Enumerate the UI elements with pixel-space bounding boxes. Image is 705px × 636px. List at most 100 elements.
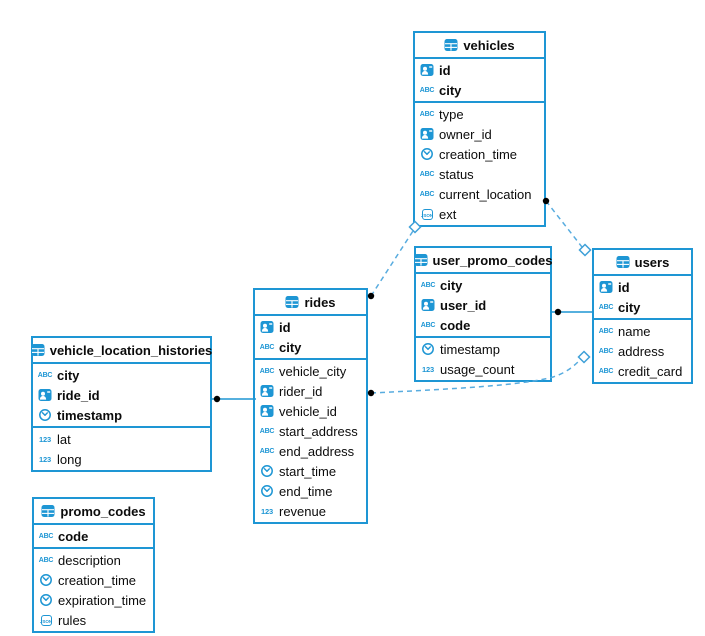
field-row[interactable]: id xyxy=(255,317,366,337)
uuid-icon xyxy=(38,388,52,402)
field-row[interactable]: owner_id xyxy=(415,124,544,144)
string-type-icon: ABC xyxy=(419,190,435,198)
field-name: city xyxy=(279,339,302,355)
field-name: creation_time xyxy=(58,572,137,588)
field-row[interactable]: ABC vehicle_city xyxy=(255,361,366,381)
table-user-promo-codes[interactable]: user_promo_codes ABC city user_id ABC co… xyxy=(414,246,552,382)
field-row[interactable]: 123 long xyxy=(33,449,210,469)
field-row[interactable]: ABC status xyxy=(415,164,544,184)
field-row[interactable]: timestamp xyxy=(33,405,210,425)
clock-icon xyxy=(39,573,53,587)
field-row[interactable]: ABC code xyxy=(416,315,550,335)
field-row[interactable]: ABC city xyxy=(415,80,544,100)
string-type-icon: ABC xyxy=(259,343,275,351)
field-row[interactable]: ABC city xyxy=(416,275,550,295)
field-name: city xyxy=(618,299,641,315)
field-row[interactable]: ABC address xyxy=(594,341,691,361)
field-row[interactable]: ride_id xyxy=(33,385,210,405)
table-rides[interactable]: rides id ABC city ABC vehicle_city rider… xyxy=(253,288,368,524)
field-row[interactable]: user_id xyxy=(416,295,550,315)
field-name: revenue xyxy=(279,503,326,519)
field-row[interactable]: JSON ext xyxy=(415,204,544,224)
connector-dot xyxy=(213,395,221,403)
table-header[interactable]: users xyxy=(594,250,691,276)
field-name: ride_id xyxy=(57,387,100,403)
field-row[interactable]: rider_id xyxy=(255,381,366,401)
table-name: users xyxy=(634,254,670,270)
uuid-icon xyxy=(421,298,435,312)
field-name: status xyxy=(439,166,474,182)
field-row[interactable]: ABC current_location xyxy=(415,184,544,204)
table-icon xyxy=(616,255,630,269)
field-row[interactable]: JSON rules xyxy=(34,610,153,630)
number-type-icon: 123 xyxy=(39,434,51,444)
field-name: rules xyxy=(58,612,87,628)
field-row[interactable]: timestamp xyxy=(416,339,550,359)
table-name: promo_codes xyxy=(60,503,146,519)
relationship-diamond xyxy=(577,350,591,364)
field-row[interactable]: id xyxy=(415,60,544,80)
field-name: address xyxy=(618,343,665,359)
string-type-icon: ABC xyxy=(598,367,614,375)
string-type-icon: ABC xyxy=(259,367,275,375)
table-name: vehicle_location_histories xyxy=(49,342,213,358)
clock-icon xyxy=(260,464,274,478)
field-row[interactable]: 123 revenue xyxy=(255,501,366,521)
relationship-diamond xyxy=(578,243,592,257)
uuid-icon xyxy=(260,384,274,398)
table-header[interactable]: vehicles xyxy=(415,33,544,59)
table-header[interactable]: rides xyxy=(255,290,366,316)
table-vehicle-location-histories[interactable]: vehicle_location_histories ABC city ride… xyxy=(31,336,212,472)
string-type-icon: ABC xyxy=(38,532,54,540)
field-row[interactable]: end_time xyxy=(255,481,366,501)
field-row[interactable]: expiration_time xyxy=(34,590,153,610)
field-row[interactable]: ABC start_address xyxy=(255,421,366,441)
uuid-icon xyxy=(260,404,274,418)
table-icon xyxy=(444,38,458,52)
uuid-icon xyxy=(599,280,613,294)
field-row[interactable]: ABC city xyxy=(594,297,691,317)
number-type-icon: 123 xyxy=(261,506,273,516)
field-name: id xyxy=(279,319,291,335)
field-name: end_address xyxy=(279,443,355,459)
field-name: long xyxy=(57,451,82,467)
connector-dot xyxy=(554,308,562,316)
field-row[interactable]: ABC credit_card xyxy=(594,361,691,381)
string-type-icon: ABC xyxy=(420,281,436,289)
string-type-icon: ABC xyxy=(38,556,54,564)
field-row[interactable]: id xyxy=(594,277,691,297)
field-row[interactable]: vehicle_id xyxy=(255,401,366,421)
table-name: vehicles xyxy=(463,37,515,53)
field-name: city xyxy=(439,82,462,98)
relationship-line-rides-vehicles[interactable] xyxy=(370,230,414,297)
table-header[interactable]: user_promo_codes xyxy=(416,248,552,274)
number-type-icon: 123 xyxy=(39,454,51,464)
number-type-icon: 123 xyxy=(422,364,434,374)
clock-icon xyxy=(38,408,52,422)
string-type-icon: ABC xyxy=(598,303,614,311)
table-header[interactable]: vehicle_location_histories xyxy=(33,338,213,364)
table-header[interactable]: promo_codes xyxy=(34,499,153,525)
field-row[interactable]: creation_time xyxy=(415,144,544,164)
field-name: start_address xyxy=(279,423,358,439)
field-row[interactable]: ABC city xyxy=(255,337,366,357)
field-row[interactable]: ABC end_address xyxy=(255,441,366,461)
field-row[interactable]: ABC code xyxy=(34,526,153,546)
field-row[interactable]: ABC type xyxy=(415,104,544,124)
field-row[interactable]: creation_time xyxy=(34,570,153,590)
field-name: vehicle_id xyxy=(279,403,337,419)
string-type-icon: ABC xyxy=(37,371,53,379)
field-row[interactable]: ABC name xyxy=(594,321,691,341)
field-name: timestamp xyxy=(440,341,500,357)
field-row[interactable]: start_time xyxy=(255,461,366,481)
field-row[interactable]: ABC description xyxy=(34,550,153,570)
field-row[interactable]: 123 usage_count xyxy=(416,359,550,379)
field-row[interactable]: ABC city xyxy=(33,365,210,385)
field-row[interactable]: 123 lat xyxy=(33,429,210,449)
relationship-line-vehicles-users[interactable] xyxy=(545,200,583,248)
string-type-icon: ABC xyxy=(419,110,435,118)
table-promo-codes[interactable]: promo_codes ABC code ABC description cre… xyxy=(32,497,155,633)
table-vehicles[interactable]: vehicles id ABC city ABC type owner_id xyxy=(413,31,546,227)
table-users[interactable]: users id ABC city ABC name ABC address A… xyxy=(592,248,693,384)
